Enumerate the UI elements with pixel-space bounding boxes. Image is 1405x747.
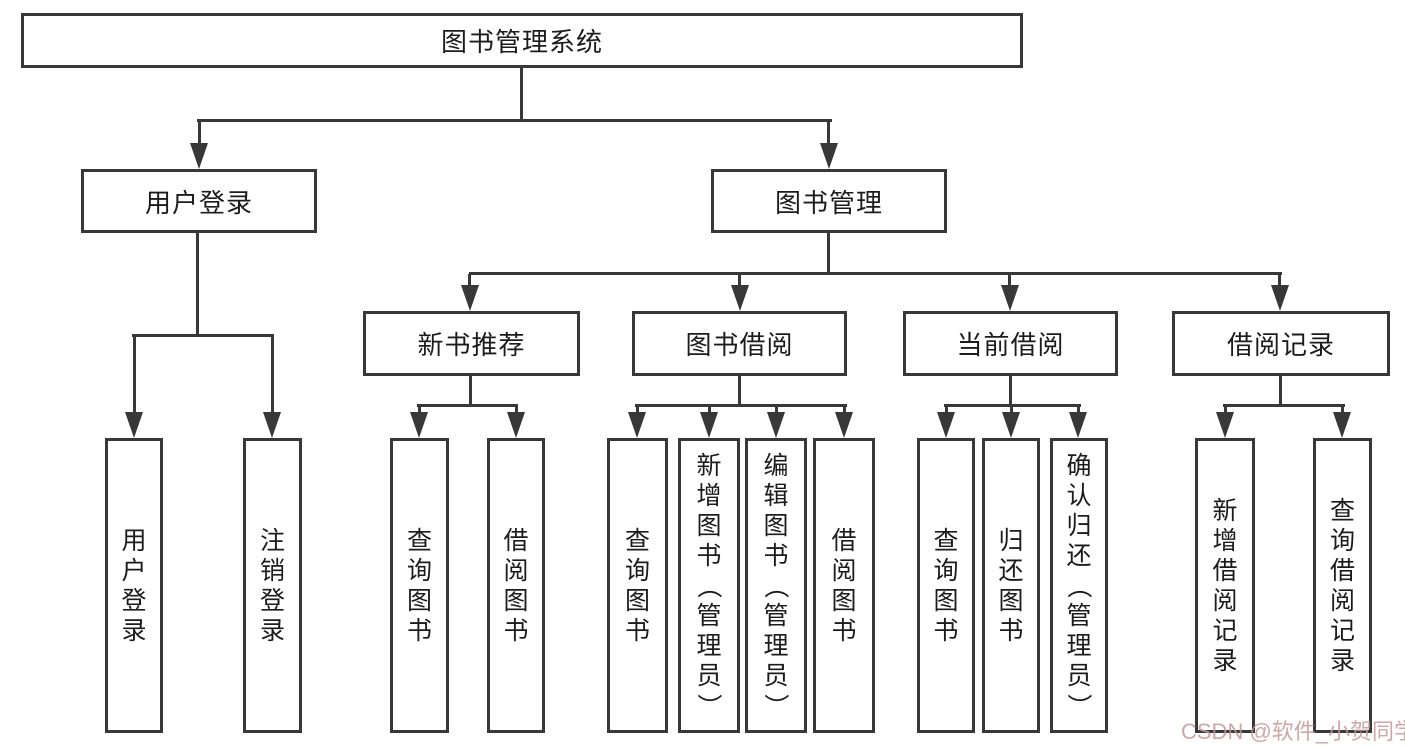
connector-stem: [418, 406, 421, 416]
leaf-borrow-books: 借阅图书: [813, 438, 875, 733]
connector-stem: [1009, 376, 1012, 406]
connector-bar: [469, 272, 1282, 275]
connector-stem: [271, 336, 274, 414]
connector-bar: [635, 404, 847, 407]
connector-bar: [944, 404, 1081, 407]
node-user-login: 用户登录: [81, 169, 317, 233]
connector-bar: [132, 334, 274, 337]
leaf-user-login: 用户登录: [105, 438, 163, 733]
connector-stem: [1077, 406, 1080, 416]
connector-root-stem: [520, 68, 523, 121]
leaf-query-books: 查询图书: [607, 438, 668, 733]
connector-stem: [738, 274, 741, 287]
connector-stem: [196, 233, 199, 336]
leaf-borrow-books: 借阅图书: [487, 438, 545, 733]
leaf-add-borrow-record: 新增借阅记录: [1195, 438, 1255, 733]
connector-stem: [1278, 274, 1281, 287]
arrow-down-icon: [700, 412, 718, 438]
connector-stem: [1341, 406, 1344, 416]
connector-stem: [1224, 406, 1227, 416]
connector-stem: [1010, 406, 1013, 416]
leaf-query-borrow-record: 查询借阅记录: [1313, 438, 1372, 733]
connector-stem: [1279, 376, 1282, 406]
leaf-add-books-admin: 新增图书（管理员）: [678, 438, 740, 733]
leaf-query-books: 查询图书: [390, 438, 449, 733]
arrow-down-icon: [190, 143, 208, 169]
connector-stem: [469, 376, 472, 406]
arrow-down-icon: [937, 412, 955, 438]
node-new-books: 新书推荐: [363, 311, 580, 376]
arrow-down-icon: [1069, 412, 1087, 438]
arrow-down-icon: [263, 412, 281, 438]
node-borrow-records: 借阅记录: [1172, 311, 1390, 376]
connector-bar: [417, 404, 518, 407]
arrow-down-icon: [1216, 412, 1234, 438]
connector-stem: [945, 406, 948, 416]
connector-stem: [133, 336, 136, 414]
node-current-borrow: 当前借阅: [903, 311, 1118, 376]
leaf-query-books: 查询图书: [917, 438, 975, 733]
arrow-down-icon: [125, 412, 143, 438]
connector-bar: [1223, 404, 1345, 407]
csdn-watermark: CSDN @软件_小贺同学: [1181, 719, 1405, 744]
arrow-down-icon: [1271, 285, 1289, 311]
connector-stem: [636, 406, 639, 416]
arrow-down-icon: [1001, 285, 1019, 311]
arrow-down-icon: [835, 412, 853, 438]
arrow-down-icon: [1002, 412, 1020, 438]
connector-root-bar: [197, 119, 832, 122]
leaf-confirm-return-admin: 确认归还（管理员）: [1050, 438, 1108, 733]
arrow-down-icon: [1333, 412, 1351, 438]
arrow-down-icon: [731, 285, 749, 311]
node-book-borrow: 图书借阅: [632, 311, 847, 376]
connector-stem: [1008, 274, 1011, 287]
node-book-mgmt: 图书管理: [711, 169, 947, 233]
connector-stem: [827, 121, 830, 145]
leaf-logout: 注销登录: [243, 438, 302, 733]
arrow-down-icon: [767, 412, 785, 438]
connector-stem: [827, 233, 830, 274]
arrow-down-icon: [410, 412, 428, 438]
connector-stem: [198, 121, 201, 145]
node-root: 图书管理系统: [21, 13, 1023, 68]
arrow-down-icon: [507, 412, 525, 438]
leaf-return-books: 归还图书: [982, 438, 1040, 733]
connector-stem: [738, 376, 741, 406]
connector-stem: [708, 406, 711, 416]
arrow-down-icon: [628, 412, 646, 438]
connector-stem: [468, 274, 471, 287]
arrow-down-icon: [461, 285, 479, 311]
arrow-down-icon: [820, 143, 838, 169]
connector-stem: [775, 406, 778, 416]
connector-stem: [515, 406, 518, 416]
leaf-edit-books-admin: 编辑图书（管理员）: [745, 438, 807, 733]
connector-stem: [843, 406, 846, 416]
